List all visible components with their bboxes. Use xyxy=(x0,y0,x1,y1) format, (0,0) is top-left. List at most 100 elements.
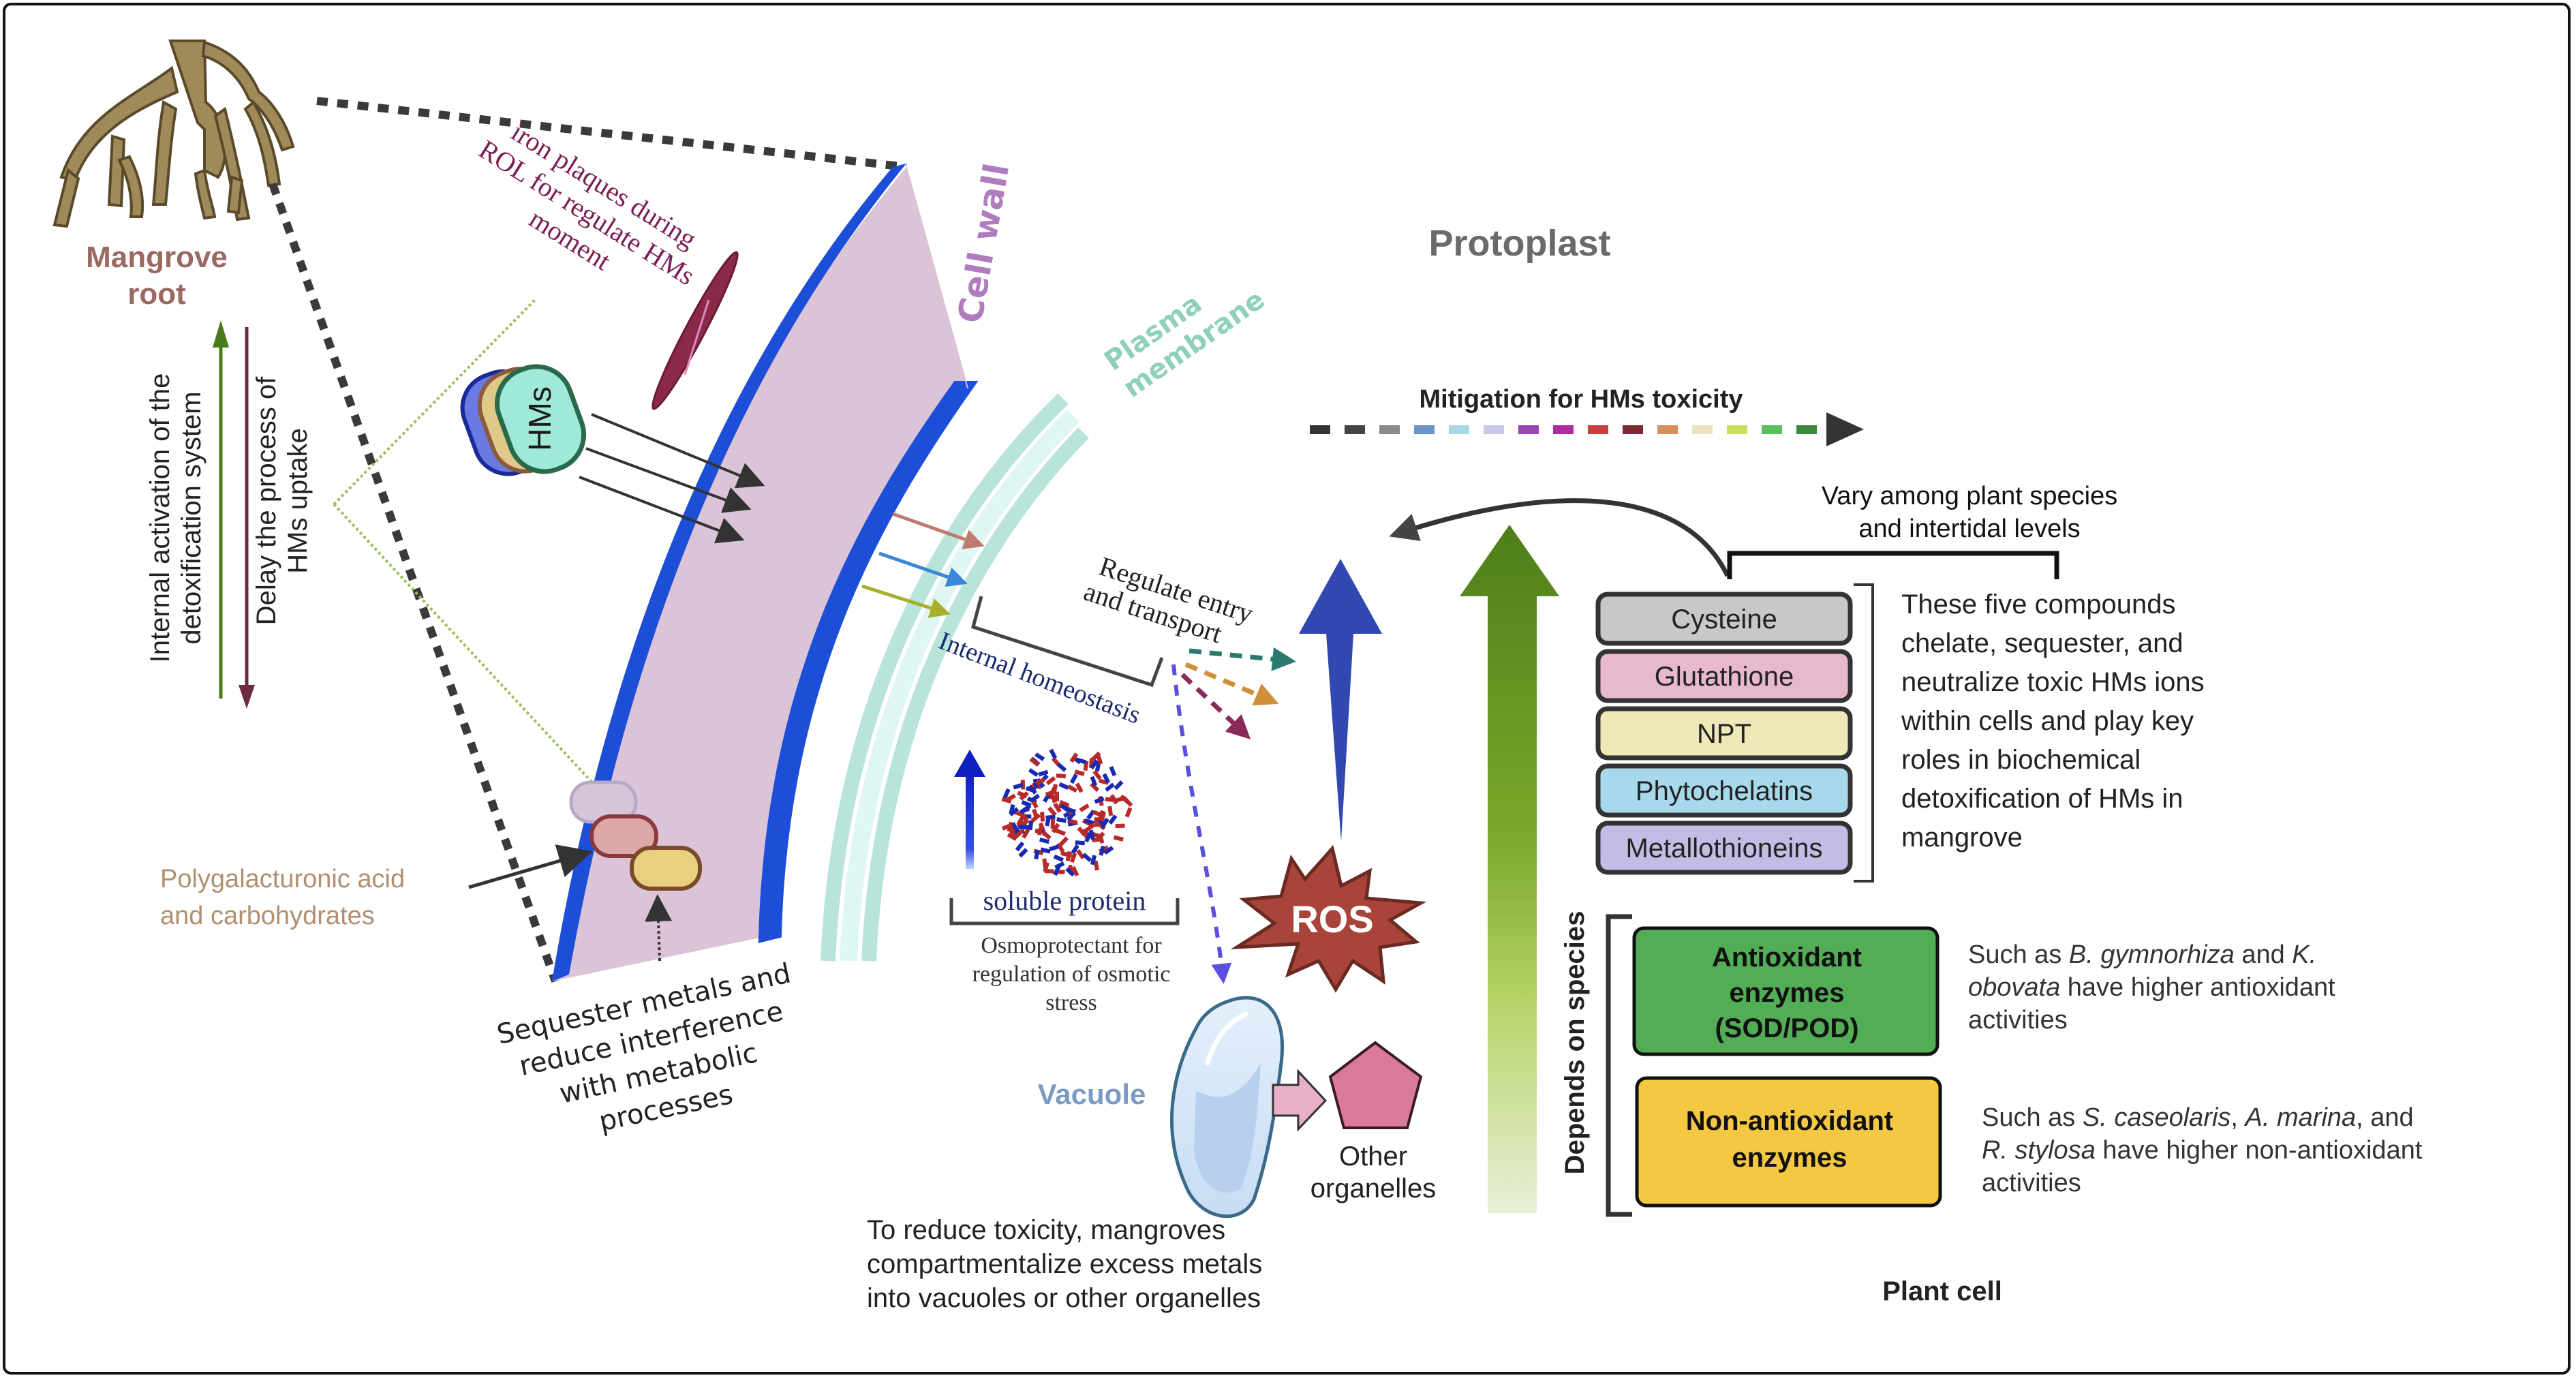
mitigation-arrow-head-icon xyxy=(1826,412,1864,446)
mitigation-dash-arrow xyxy=(1310,425,1817,434)
plasma-membrane-shape xyxy=(821,393,1089,962)
ros-burst: ROS xyxy=(1230,844,1427,993)
organelles-label-line2: organelles xyxy=(1310,1174,1437,1203)
osmoprotectant-line2: regulation of osmotic xyxy=(972,962,1171,987)
mitigation-dash xyxy=(1796,425,1817,434)
compartment-text-line1: To reduce toxicity, mangroves xyxy=(867,1215,1225,1245)
iron-plaque-shape xyxy=(651,251,739,410)
enzyme-desc-line: obovata have higher antioxidant xyxy=(1968,973,2335,1002)
enzyme-desc-line: activities xyxy=(1968,1006,2068,1034)
activation-label-line2: detoxification system xyxy=(177,391,206,644)
antioxidant-label-line1: Antioxidant xyxy=(1712,942,1862,972)
osmoprotectant-line1: Osmoprotectant for xyxy=(981,933,1162,958)
delay-arrow-head-icon xyxy=(239,685,255,709)
transport-arrow-red xyxy=(892,512,985,549)
mangrove-root-label-line2: root xyxy=(127,277,186,311)
compound-stack: CysteineGlutathioneNPTPhytochelatinsMeta… xyxy=(1595,592,1853,875)
polygalacturonic-pointer-arrow xyxy=(468,844,593,889)
vacuole-to-organelle-arrow-icon xyxy=(1272,1069,1328,1132)
enzyme-desc-line: R. stylosa have higher non-antioxidant xyxy=(1982,1136,2423,1165)
delay-label-line2: HMs uptake xyxy=(283,428,313,573)
activation-label-line1: Internal activation of the xyxy=(145,373,175,663)
compounds-desc-line: roles in biochemical xyxy=(1901,745,2141,775)
antioxidant-description: Such as B. gymnorhiza and K. obovata have… xyxy=(1968,940,2335,1034)
non-antioxidant-label-line1: Non-antioxidant xyxy=(1686,1106,1893,1136)
iron-plaque-highlight xyxy=(684,299,710,375)
vacuole-contents xyxy=(1194,1063,1261,1193)
polygalacturonic-label-line1: Polygalacturonic acid xyxy=(160,865,405,893)
mitigation-label: Mitigation for HMs toxicity xyxy=(1420,385,1743,414)
plant-cell-title: Plant cell xyxy=(1882,1276,2002,1306)
compound-cysteine: Cysteine xyxy=(1595,592,1853,646)
compound-label: Cysteine xyxy=(1671,604,1777,634)
dashed-arrow-plum xyxy=(1180,673,1251,739)
vacuole-label: Vacuole xyxy=(1038,1078,1146,1110)
ros-label: ROS xyxy=(1291,898,1373,940)
mitigation-dash xyxy=(1727,425,1747,434)
depends-bracket xyxy=(1606,914,1632,1217)
compounds-desc-line: neutralize toxic HMs ions xyxy=(1901,667,2205,697)
acid-capsule xyxy=(589,814,658,858)
soluble-protein-label: soluble protein xyxy=(983,885,1146,916)
organelle-pentagon-icon xyxy=(1328,1041,1423,1129)
detox-gradient-arrow-icon xyxy=(1460,525,1559,1213)
hms-badge: HMs xyxy=(460,364,587,476)
osmoprotectant-line3: stress xyxy=(1045,990,1097,1015)
compound-glutathione: Glutathione xyxy=(1595,649,1853,703)
mangrove-root-label-line1: Mangrove xyxy=(86,241,228,274)
activation-arrow-head-icon xyxy=(213,320,229,348)
mitigation-dash xyxy=(1449,425,1469,434)
compound-metallothioneins: Metallothioneins xyxy=(1595,821,1853,875)
compounds-desc-line: These five compounds xyxy=(1901,589,2175,619)
antioxidant-label-line3: (SOD/POD) xyxy=(1715,1013,1858,1043)
vary-label-line1: Vary among plant species xyxy=(1822,482,2117,510)
cell-wall-shape xyxy=(552,164,979,981)
mitigation-dash xyxy=(1692,425,1713,434)
mitigation-dash xyxy=(1414,425,1435,434)
non-antioxidant-description: Such as S. caseolaris, A. marina, andR. … xyxy=(1982,1103,2423,1197)
homeostasis-label: Internal homeostasis xyxy=(935,626,1145,730)
dashed-arrow-orange xyxy=(1184,662,1279,706)
vary-bracket xyxy=(1727,551,2059,579)
mitigation-dash xyxy=(1588,425,1608,434)
non-antioxidant-enzymes-box xyxy=(1635,1076,1942,1208)
enzyme-desc-line: Such as B. gymnorhiza and K. xyxy=(1968,940,2316,969)
compound-label: Metallothioneins xyxy=(1625,833,1822,863)
depends-on-species-label: Depends on species xyxy=(1560,911,1590,1175)
delay-label-line1: Delay the process of xyxy=(251,376,281,626)
vacuole-highlight xyxy=(1205,1011,1248,1066)
protein-cluster-icon xyxy=(1001,748,1133,877)
compound-label: NPT xyxy=(1697,719,1751,749)
polygalacturonic-label-line2: and carbohydrates xyxy=(160,902,375,930)
compounds-desc-line: chelate, sequester, and xyxy=(1901,628,2183,658)
compound-npt: NPT xyxy=(1595,706,1853,761)
antioxidant-label-line2: enzymes xyxy=(1730,978,1845,1008)
hms-badge-label: HMs xyxy=(522,386,557,451)
organelles-label-line1: Other xyxy=(1339,1141,1407,1171)
compartment-text-line2: compartmentalize excess metals xyxy=(867,1249,1262,1279)
mitigation-dash xyxy=(1762,425,1782,434)
mitigation-dash xyxy=(1623,425,1643,434)
mitigation-dash xyxy=(1553,425,1574,434)
hms-entry-arrow xyxy=(579,476,745,544)
mangrove-root-illustration xyxy=(52,40,295,228)
mitigation-dash xyxy=(1310,425,1330,434)
compound-label: Glutathione xyxy=(1655,662,1794,692)
mitigation-dash xyxy=(1484,425,1504,434)
transport-arrow-blue xyxy=(878,551,968,587)
zoom-connector-top xyxy=(316,97,907,171)
mitigation-dash xyxy=(1379,425,1400,434)
sequester-pointer-arrow xyxy=(645,894,673,962)
vary-label-line2: and intertidal levels xyxy=(1858,515,2080,543)
dashed-arrow-violet xyxy=(1171,664,1232,984)
feedback-curved-arrow xyxy=(1389,498,1730,577)
dashed-arrow-teal xyxy=(1189,647,1296,671)
mitigation-dash xyxy=(1345,425,1365,434)
mitigation-dash xyxy=(1657,425,1678,434)
non-antioxidant-label-line2: enzymes xyxy=(1732,1143,1847,1173)
hms-entry-arrow xyxy=(591,413,765,489)
enzyme-desc-line: activities xyxy=(1982,1169,2081,1197)
transport-arrow-olive xyxy=(861,584,951,618)
green-dotted-connector-up xyxy=(333,298,536,506)
